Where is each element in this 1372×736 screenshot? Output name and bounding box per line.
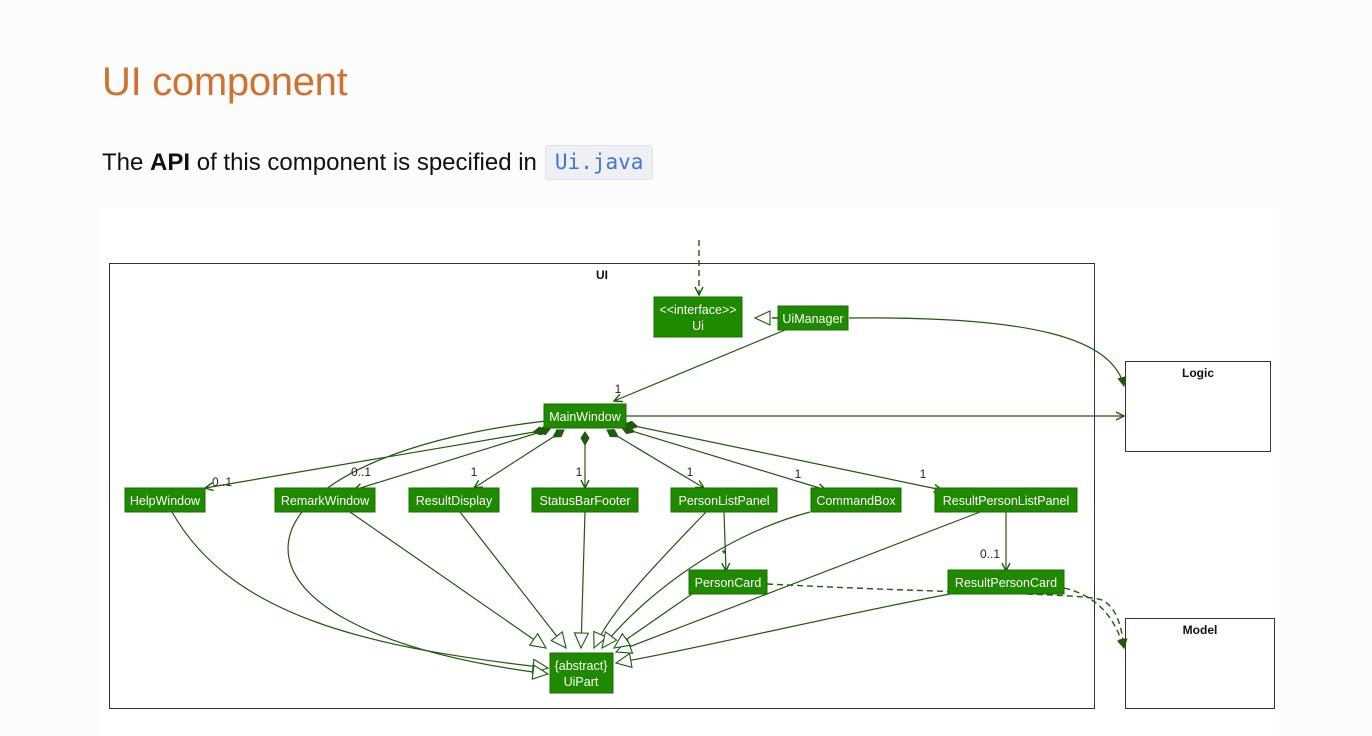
- mult-statusbarfooter: 1: [576, 465, 583, 479]
- uimanager-to-mainwindow-edge: [614, 329, 786, 401]
- intro-prefix: The: [102, 148, 151, 176]
- resultdisplay-label: ResultDisplay: [416, 494, 493, 508]
- ui-package-label: UI: [596, 268, 608, 282]
- helpwindow-extends-uipart-edge: [171, 511, 550, 675]
- statusbarfooter-label: StatusBarFooter: [539, 494, 630, 508]
- personcard-to-model-edge: [766, 583, 1124, 648]
- personlistpanel-personcard-edge: [724, 511, 726, 571]
- ui-name-label: Ui: [692, 319, 704, 333]
- mult-resultpersoncard: 0..1: [980, 547, 1000, 561]
- personcard-label: PersonCard: [695, 576, 762, 590]
- ui-class-diagram: UI Logic Model: [102, 208, 1279, 736]
- class-ui-interface[interactable]: <<interface>> Ui: [653, 296, 743, 338]
- diagram-canvas: UI Logic Model: [109, 240, 1275, 709]
- uipart-stereotype-label: {abstract}: [555, 659, 608, 673]
- diagram-edges: [171, 240, 1124, 680]
- commandbox-label: CommandBox: [816, 494, 896, 508]
- mult-personcard: *: [722, 547, 727, 561]
- class-mainwindow[interactable]: MainWindow: [543, 403, 627, 429]
- helpwindow-label: HelpWindow: [130, 494, 201, 508]
- personcard-extends-uipart-edge: [612, 593, 693, 649]
- mult-resultdisplay: 1: [471, 465, 478, 479]
- uimanager-label: UiManager: [782, 312, 843, 326]
- intro-paragraph: The API of this component is specified i…: [102, 145, 654, 180]
- api-emphasis: API: [150, 148, 191, 176]
- commandbox-extends-uipart-edge: [601, 511, 811, 650]
- mult-remarkwindow: 0..1: [351, 465, 371, 479]
- ui-stereotype-label: <<interface>>: [659, 303, 736, 317]
- mult-personlistpanel: 1: [687, 465, 694, 479]
- resultpersoncard-extends-uipart-edge: [614, 593, 951, 669]
- logic-package-label: Logic: [1182, 366, 1214, 380]
- class-uimanager[interactable]: UiManager: [777, 305, 849, 331]
- class-resultpersonlistpanel[interactable]: ResultPersonListPanel: [934, 487, 1078, 513]
- uimanager-to-logic-edge: [848, 317, 1124, 386]
- class-helpwindow[interactable]: HelpWindow: [124, 487, 206, 513]
- mainwindow-resultdisplay-edge: [474, 430, 564, 488]
- model-package-label: Model: [1183, 623, 1218, 637]
- class-resultdisplay[interactable]: ResultDisplay: [408, 487, 500, 513]
- class-personcard[interactable]: PersonCard: [688, 569, 768, 595]
- page-title: UI component: [102, 60, 348, 104]
- remarkwindow-label: RemarkWindow: [281, 494, 370, 508]
- resultpersoncard-to-model-edge: [1063, 587, 1124, 648]
- resultpersonlistpanel-extends-uipart-edge: [614, 511, 981, 654]
- model-package-frame: [1125, 618, 1275, 709]
- mult-mainwindow: 1: [615, 382, 622, 396]
- class-commandbox[interactable]: CommandBox: [810, 487, 902, 513]
- class-resultpersoncard[interactable]: ResultPersonCard: [947, 569, 1065, 595]
- class-uipart[interactable]: {abstract} UiPart: [549, 652, 614, 694]
- class-remarkwindow[interactable]: RemarkWindow: [274, 487, 376, 513]
- statusbarfooter-extends-uipart-edge: [573, 511, 590, 650]
- ui-package-frame: [109, 263, 1095, 709]
- mainwindow-extends-uipart-edge: [287, 420, 550, 680]
- resultdisplay-extends-uipart-edge: [459, 511, 567, 650]
- logic-package-frame: [1125, 361, 1271, 452]
- mainwindow-resultpersonlistpanel-edge: [625, 424, 942, 490]
- uipart-name-label: UiPart: [564, 675, 599, 689]
- resultpersonlistpanel-label: ResultPersonListPanel: [943, 494, 1069, 508]
- class-personlistpanel[interactable]: PersonListPanel: [670, 487, 778, 513]
- mult-helpwindow: 0..1: [212, 475, 232, 489]
- class-statusbarfooter[interactable]: StatusBarFooter: [531, 487, 639, 513]
- mainwindow-label: MainWindow: [549, 410, 622, 424]
- remarkwindow-extends-uipart-edge: [349, 511, 548, 649]
- personlistpanel-label: PersonListPanel: [678, 494, 769, 508]
- intro-middle: of this component is specified in: [190, 148, 537, 176]
- ui-java-link[interactable]: Ui.java: [544, 145, 654, 180]
- resultpersoncard-label: ResultPersonCard: [955, 576, 1057, 590]
- mult-resultpersonlistpanel: 1: [920, 467, 927, 481]
- mult-commandbox: 1: [795, 467, 802, 481]
